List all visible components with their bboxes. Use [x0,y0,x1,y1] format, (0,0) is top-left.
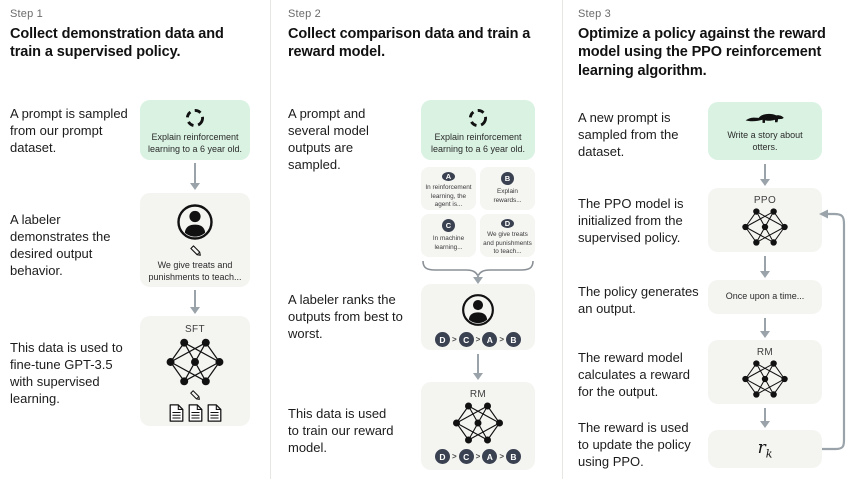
network-icon [166,338,224,386]
network-icon [742,360,788,398]
step1-prompt-box: Explain reinforcement learning to a 6 ye… [140,100,250,160]
column-divider [270,0,271,479]
step1-sft-box: SFT [140,316,250,426]
rank-chip: A [482,332,498,347]
rank-chip: B [506,449,521,464]
arrow-down-icon [758,408,772,428]
step3-prompt-box: Write a story about otters. [708,102,822,160]
rm-label: RM [469,389,487,400]
sft-label: SFT [184,324,206,335]
step3-prompt-text: Write a story about otters. [727,130,803,152]
step1-labeler-box: We give treats and punishments to teach.… [140,193,250,287]
step2-label: Step 2 [288,8,322,20]
step3-rm-box: RM [708,340,822,404]
brace-arrow-icon [422,260,534,284]
rank-chip: C [458,449,474,464]
step2-prompt-box: Explain reinforcement learning to a 6 ye… [421,100,535,160]
pencil-icon [189,245,201,256]
step3-caption-reward-calc: The reward model calculates a reward for… [578,350,690,399]
rank-chip: B [506,332,521,347]
arrow-down-icon [471,354,485,380]
option-chip: C [442,219,455,232]
step2-caption-sampled: A prompt and several model outputs are s… [288,106,369,172]
reward-symbol: rk [757,437,773,461]
arrow-down-icon [188,290,202,314]
cycle-icon [185,108,205,128]
document-icon [169,404,183,422]
column-divider [562,0,563,479]
step1-caption-finetune: This data is used to fine-tune GPT-3.5 w… [10,340,123,406]
rank-chip: D [434,449,450,464]
option-chip: B [501,172,514,185]
step1-label: Step 1 [10,8,44,20]
step3-caption-new-prompt: A new prompt is sampled from the dataset… [578,110,679,159]
step3-caption-ppo-init: The PPO model is initialized from the su… [578,196,684,245]
arrow-down-icon [758,318,772,338]
option-box-a: A In reinforcement learning, the agent i… [421,167,476,210]
option-box-b: B Explain rewards... [480,167,535,210]
step1-prompt-text: Explain reinforcement learning to a 6 ye… [147,132,243,154]
option-box-c: C In machine learning... [421,214,476,257]
network-icon [742,208,788,246]
ranking-chips: D > C > A > B [434,449,521,464]
option-chip: D [501,219,514,229]
document-icon [188,404,202,422]
documents-row [169,404,222,422]
step1-caption-prompt: A prompt is sampled from our prompt data… [10,106,128,155]
document-icon [207,404,221,422]
option-text: In machine learning... [432,235,465,251]
rm-label: RM [756,347,774,358]
ranking-chips: D > C > A > B [434,332,521,347]
step1-title: Collect demonstration data and train a s… [10,26,224,61]
step3-caption-reward-update: The reward is used to update the policy … [578,420,691,469]
option-chip: A [442,172,455,182]
cycle-icon [468,108,488,128]
feedback-arrow-icon [819,209,846,451]
step2-caption-ranks: A labeler ranks the outputs from best to… [288,292,403,341]
step3-output-box: Once upon a time... [708,280,822,314]
step3-label: Step 3 [578,8,612,20]
network-icon [453,402,503,444]
otter-icon [745,113,784,123]
option-text: Explain rewards... [493,188,522,204]
pencil-icon [190,390,200,400]
rank-chip: C [458,332,474,347]
ppo-label: PPO [753,195,777,206]
person-icon [177,204,213,240]
step3-caption-generates: The policy generates an output. [578,284,699,316]
step2-rank-box: D > C > A > B [421,284,535,350]
arrow-down-icon [758,256,772,278]
option-text: We give treats and punishments to teach.… [483,231,532,256]
step2-prompt-text: Explain reinforcement learning to a 6 ye… [430,132,526,154]
rank-chip: A [482,449,498,464]
step2-title: Collect comparison data and train a rewa… [288,26,531,61]
option-text: In reinforcement learning, the agent is.… [425,184,472,209]
option-box-d: D We give treats and punishments to teac… [480,214,535,257]
step2-caption-train: This data is used to train our reward mo… [288,406,394,455]
step3-title: Optimize a policy against the reward mod… [578,26,826,79]
rank-chip: D [434,332,450,347]
step3-ppo-box: PPO [708,188,822,252]
step3-reward-box: rk [708,430,822,468]
step1-caption-labeler: A labeler demonstrates the desired outpu… [10,212,111,278]
step1-labeler-text: We give treats and punishments to teach.… [148,260,242,282]
arrow-down-icon [188,163,202,190]
person-icon [462,294,494,326]
step2-rm-box: RM D > C > A > B [421,382,535,470]
arrow-down-icon [758,164,772,186]
step3-output-text: Once upon a time... [725,291,805,302]
